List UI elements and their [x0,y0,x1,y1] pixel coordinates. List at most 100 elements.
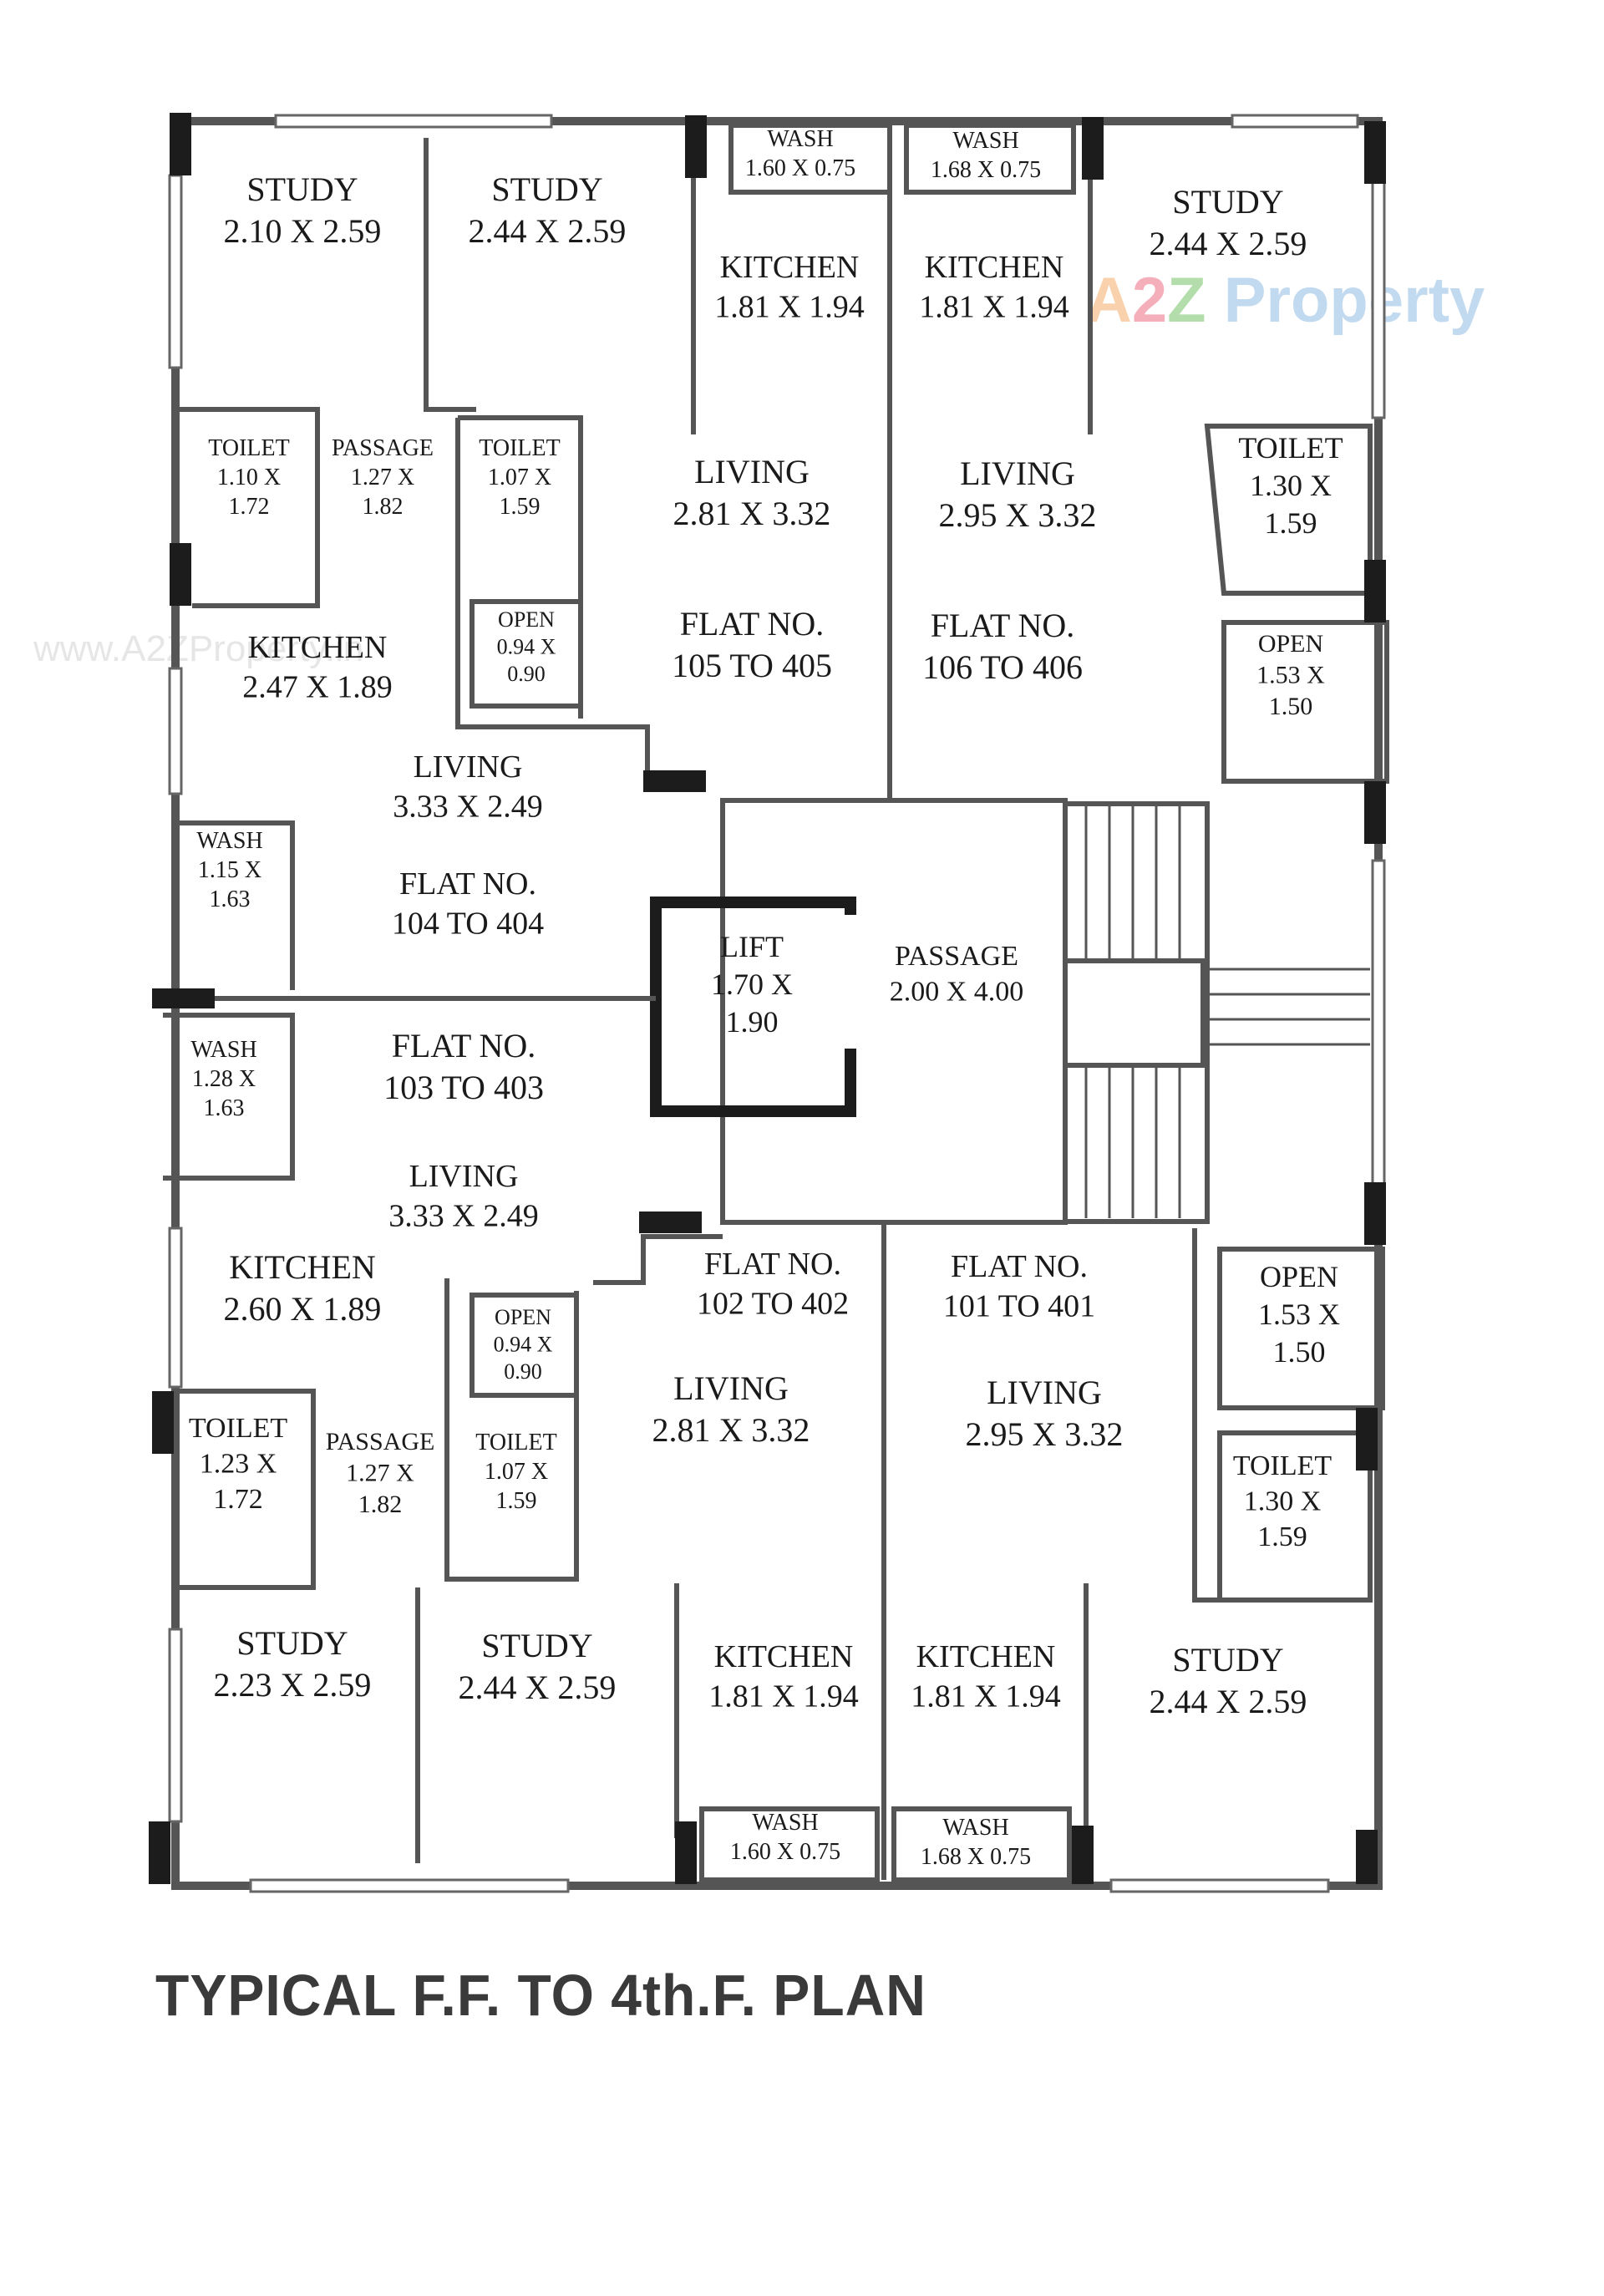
room-name: FLAT NO. [704,1247,841,1282]
column [685,115,707,178]
column [643,770,706,792]
room-dimension: 103 TO 403 [383,1069,544,1106]
window-left-4 [168,1628,183,1823]
window-left-2 [168,667,183,795]
wall-open-tr [1221,620,1389,784]
room-name: LIVING [409,1159,519,1194]
room-dimension: 1.23 X [200,1449,277,1480]
room-name: LIVING [987,1374,1102,1411]
room-name: KITCHEN [248,630,388,665]
room-dimension: 2.95 X 3.32 [966,1415,1124,1453]
logo-digit-2: 2 [1131,265,1168,336]
room-dimension: 3.33 X 2.49 [388,1199,538,1234]
room-dimension: 1.82 [363,494,404,520]
logo-word: Property [1223,265,1485,336]
room-dimension: 2.44 X 2.59 [459,1669,617,1706]
wall-toilet-bl [175,1389,316,1590]
watermark-site-text: www.A2ZProperty.in [33,628,364,669]
room-dimension: 1.59 [500,494,541,520]
room-dimension: 0.90 [504,1359,542,1384]
wall-wash-101 [891,1806,1072,1882]
column [170,113,191,175]
room-dimension: 1.53 X [1256,662,1325,689]
window-bottom-2 [1109,1878,1330,1893]
wall-wash-bl [163,1013,295,1181]
wall-wash-tl [175,820,295,990]
room-name: WASH [190,1037,256,1063]
room-label-r33: LIVING 2.95 X 3.32 [966,1374,1124,1453]
window-left-3 [168,1227,183,1389]
room-dimension: 1.15 X [198,857,261,883]
room-dimension: 1.07 X [488,465,551,490]
window-top-2 [1231,114,1359,129]
room-name: STUDY [236,1624,348,1662]
room-name: LIVING [673,1369,789,1407]
room-dimension: 1.72 [229,494,270,520]
room-name: TOILET [208,435,289,461]
room-label-r26: LIVING 3.33 X 2.49 [388,1159,538,1234]
room-label-r28: FLAT NO.102 TO 402 [697,1247,849,1322]
stair-treads [1084,806,1370,1218]
room-dimension: 1.90 [726,1005,779,1039]
room-name: KITCHEN [916,1639,1056,1674]
column [170,543,191,606]
column [1364,121,1386,184]
column [152,988,215,1008]
room-dimension: 2.44 X 2.59 [469,212,627,250]
room-dimension: 1.59 [1265,506,1317,540]
column [1364,560,1386,622]
room-label-r29: FLAT NO.101 TO 401 [943,1249,1095,1324]
room-name: STUDY [491,170,602,208]
column [639,1211,702,1233]
room-dimension: 1.50 [1273,1335,1326,1369]
wall-open-br [1217,1247,1385,1410]
room-name: KITCHEN [714,1639,854,1674]
column [1364,781,1386,844]
room-name: FLAT NO. [680,605,825,643]
room-dimension: 1.07 X [485,1459,548,1485]
room-dimension: 1.60 X 0.75 [745,155,855,181]
window-top-1 [274,114,553,129]
room-dimension: 106 TO 406 [922,648,1083,686]
room-dimension: 1.81 X 1.94 [919,290,1068,325]
room-dimension: 101 TO 401 [943,1289,1095,1324]
room-dimension: 1.81 X 1.94 [911,1679,1060,1714]
stair-landing [1063,958,1206,1068]
room-dimension: 1.30 X [1250,469,1332,502]
wall-open-tl [470,599,583,709]
room-name: STUDY [246,170,358,208]
room-dimension: 1.50 [1269,693,1313,720]
room-dimension: 1.30 X [1244,1486,1322,1517]
room-label-r41: KITCHEN 1.81 X 1.94 [911,1639,1060,1714]
plan-title: TYPICAL F.F. TO 4th.F. PLAN [155,1963,926,2028]
room-name: TOILET [189,1413,288,1444]
room-dimension: 1.82 [358,1491,403,1518]
room-dimension: 2.00 X 4.00 [890,977,1024,1008]
room-label-r10: TOILET 1.07 X 1.59 [479,435,560,520]
room-dimension: 0.94 X [497,635,556,659]
column [1082,117,1104,180]
room-dimension: 1.10 X [217,465,281,490]
room-name: FLAT NO. [399,866,536,902]
room-name: OPEN [495,1305,551,1329]
room-dimension: 2.95 X 3.32 [939,496,1097,534]
room-dimension: 2.60 X 1.89 [224,1290,382,1328]
room-name: STUDY [481,1627,592,1664]
room-name: TOILET [479,435,560,461]
logo-letter-a: A [1086,265,1132,336]
room-name: PASSAGE [326,1428,435,1455]
